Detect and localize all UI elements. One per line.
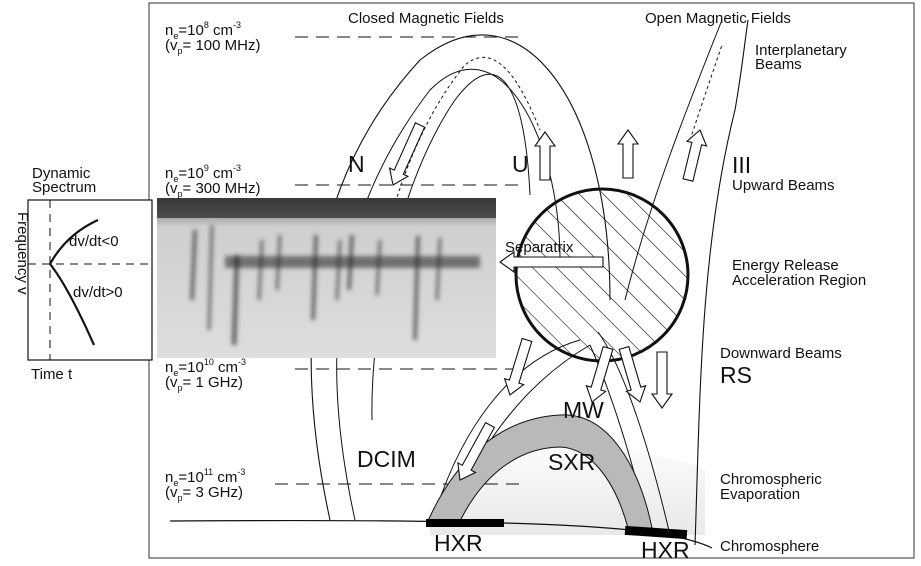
upward-beams-label: Upward Beams <box>732 177 835 194</box>
svg-text:(vp= 1 GHz): (vp= 1 GHz) <box>165 374 243 393</box>
spectrogram-band <box>225 256 480 268</box>
svg-text:ne=108 cm-3: ne=108 cm-3 <box>165 20 241 41</box>
spectrogram-burst-2 <box>207 224 214 331</box>
inset-frame <box>27 199 153 361</box>
u-label: U <box>512 151 529 177</box>
mw-label: MW <box>563 397 604 423</box>
spectrogram-burst-4 <box>257 239 264 301</box>
outer-closed-loop <box>310 34 611 521</box>
spectrogram-burst-1 <box>190 229 197 301</box>
n-label: N <box>348 151 365 177</box>
inset-drift-curve-negative <box>49 218 99 265</box>
arrow-down-dcim <box>457 421 496 481</box>
dcim-label: DCIM <box>357 446 416 472</box>
beam-arrows <box>388 122 708 481</box>
spectrogram-burst-11 <box>435 237 442 301</box>
chromosphere-label: Chromosphere <box>720 538 819 555</box>
density-label-1e9: ne=109 cm-3 (vp= 300 MHz) <box>165 163 260 199</box>
svg-text:ne=1010 cm-3: ne=1010 cm-3 <box>165 357 246 378</box>
svg-text:ne=1011 cm-3: ne=1011 cm-3 <box>165 467 245 488</box>
inset-lower-curve-label: dv/dt>0 <box>73 284 123 301</box>
sxr-label: SXR <box>548 449 595 475</box>
hxr-footpoint-right <box>624 525 688 540</box>
spectrogram-burst-3 <box>231 254 240 346</box>
radio-spectrogram <box>157 198 496 358</box>
arrow-down-left <box>503 337 533 396</box>
separatrix-label: Separatrix <box>505 239 574 256</box>
energy-release-circle <box>514 187 690 363</box>
spectrogram-burst-7 <box>335 239 342 301</box>
hxr-footpoint-left <box>426 519 504 527</box>
arrow-n-down <box>388 122 426 186</box>
svg-text:(vp= 3 GHz): (vp= 3 GHz) <box>165 484 243 503</box>
rs-label: RS <box>720 362 752 388</box>
spectrogram-burst-10 <box>413 235 420 341</box>
inset-x-axis-label: Time t <box>31 366 73 383</box>
svg-text:(vp= 100 MHz): (vp= 100 MHz) <box>165 37 260 56</box>
downward-beams-label: Downward Beams <box>720 345 842 362</box>
inset-upper-curve-label: dv/dt<0 <box>69 233 119 250</box>
density-label-1e8: ne=108 cm-3 (vp= 100 MHz) <box>165 20 260 56</box>
footpoint-loop-left <box>432 339 581 521</box>
inset-y-axis-label: Frequency v <box>14 212 31 295</box>
sxr-loop <box>427 414 653 529</box>
arrow-down-mw-left <box>585 345 614 403</box>
density-label-1e10: ne=1010 cm-3 (vp= 1 GHz) <box>165 357 246 393</box>
open-field-outer <box>694 19 749 546</box>
hxr-left-label: HXR <box>434 530 483 556</box>
closed-fields-label: Closed Magnetic Fields <box>348 10 504 27</box>
svg-text:(vp= 300 MHz): (vp= 300 MHz) <box>165 180 260 199</box>
svg-text:ne=109 cm-3: ne=109 cm-3 <box>165 163 241 184</box>
hxr-right-label: HXR <box>641 537 690 561</box>
spectrogram-burst-6 <box>311 234 318 321</box>
type-iii-label: III <box>732 152 751 178</box>
arrow-up-right <box>682 129 708 182</box>
arrow-down-mw-right <box>618 345 647 403</box>
density-label-1e11: ne=1011 cm-3 (vp= 3 GHz) <box>165 467 245 503</box>
open-field-dotted <box>689 44 723 141</box>
arrow-up-mid <box>616 129 640 179</box>
arrow-separatrix <box>499 250 604 274</box>
open-fields-label: Open Magnetic Fields <box>645 10 791 27</box>
arrow-down-right <box>650 351 674 409</box>
inset-drift-curve-positive <box>49 263 96 346</box>
arrow-u-up <box>533 131 557 181</box>
